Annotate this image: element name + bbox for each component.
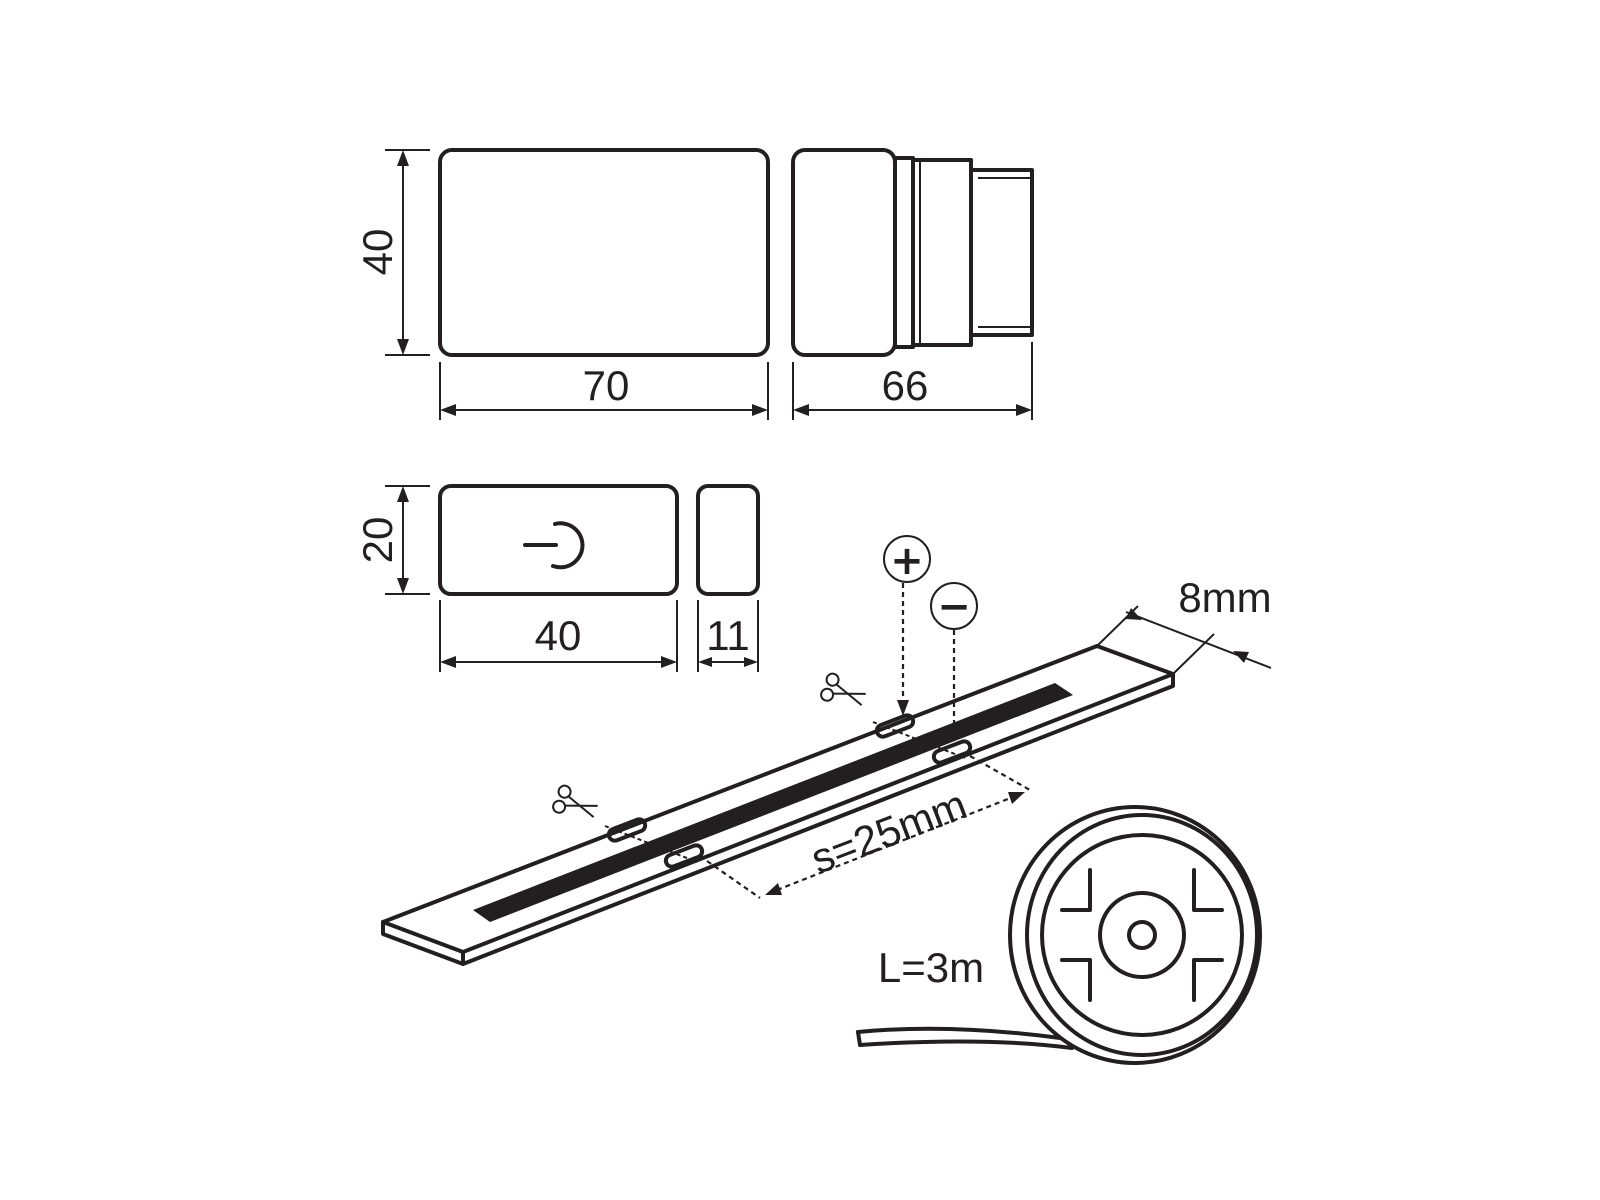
dim-side-length: 66: [882, 362, 929, 409]
minus-sign: −: [937, 584, 971, 630]
switch-front-view: 20 40: [354, 484, 679, 672]
dim-strip-width: 8mm: [1178, 574, 1271, 621]
led-strip: + − 8mm s=25mm: [381, 535, 1272, 966]
switch-side-view: 11: [696, 484, 760, 672]
plus-sign: +: [890, 538, 924, 584]
controller-side-view: 66: [791, 148, 1034, 420]
plus-terminal: +: [883, 535, 931, 716]
power-icon: [523, 521, 585, 570]
dim-switch-width: 40: [535, 612, 582, 659]
tape-reel: L=3m: [856, 805, 1262, 1065]
dim-body-length: 70: [583, 362, 630, 409]
dim-switch-height: 20: [354, 517, 401, 564]
dim-reel-length: L=3m: [878, 944, 984, 991]
controller-front-view: 40 70: [354, 148, 770, 420]
dim-switch-depth: 11: [706, 612, 750, 659]
minus-terminal: −: [930, 582, 978, 740]
dim-body-height: 40: [354, 229, 401, 276]
solder-pad: [606, 713, 973, 869]
scissors-icon: [820, 672, 866, 706]
scissors-icon: [552, 784, 598, 818]
